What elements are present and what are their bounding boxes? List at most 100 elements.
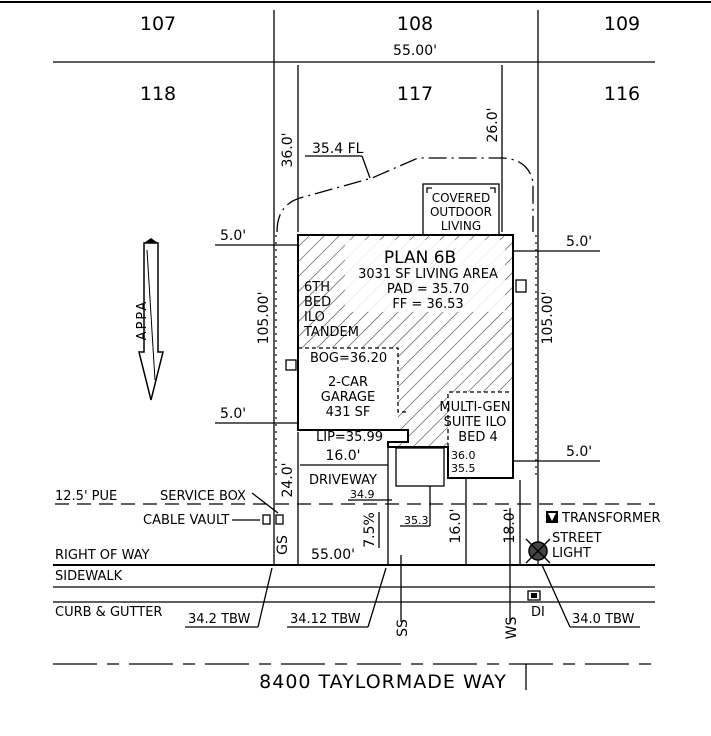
garage-area-mask bbox=[298, 348, 398, 430]
hatch-line bbox=[620, 220, 711, 480]
driveway-width: 16.0' bbox=[325, 448, 360, 464]
hatch-line bbox=[605, 220, 711, 480]
hatch-line bbox=[298, 235, 356, 478]
street-light-x2 bbox=[525, 538, 551, 564]
plan-name: PLAN 6B bbox=[384, 248, 456, 268]
lot-108: 108 bbox=[397, 13, 433, 35]
service-box bbox=[275, 514, 284, 525]
street-light-label-1: STREET bbox=[552, 531, 602, 546]
cable-vault-label: CABLE VAULT bbox=[143, 513, 229, 528]
lot-109: 109 bbox=[604, 13, 640, 35]
hatch-line bbox=[298, 235, 386, 478]
living-area: 3031 SF LIVING AREA bbox=[358, 267, 498, 282]
entry-step bbox=[395, 447, 445, 487]
tbw-right-leader-diag bbox=[541, 564, 571, 628]
elevation-36: 36.0 bbox=[451, 449, 476, 462]
bed6-line-3: ILO bbox=[304, 310, 325, 325]
street-light-label-2: LIGHT bbox=[552, 546, 591, 561]
garage-line-2: GARAGE bbox=[321, 390, 375, 405]
hatch-line bbox=[560, 220, 711, 480]
hatch-line bbox=[35, 220, 295, 480]
hatch-line bbox=[530, 220, 711, 480]
multigen-line-2: SUITE ILO bbox=[444, 415, 507, 430]
garage-line-1: 2-CAR bbox=[328, 375, 368, 390]
rear-width-label: 55.00' bbox=[393, 43, 437, 59]
garage-boundary bbox=[298, 347, 408, 413]
gs-label: GS bbox=[275, 535, 291, 555]
hatch-line bbox=[394, 235, 513, 478]
hatch-line bbox=[545, 220, 711, 480]
hatch-line bbox=[635, 220, 711, 480]
left-depth-label: 105.00' bbox=[256, 292, 272, 345]
right-depth-label: 105.00' bbox=[540, 292, 556, 345]
rear-fl-leader-tick bbox=[361, 155, 371, 179]
front-setback-house: 16.0' bbox=[448, 508, 464, 543]
curb-gutter-label: CURB & GUTTER bbox=[55, 605, 162, 620]
covered-corner-marks bbox=[426, 187, 496, 193]
lot-118: 118 bbox=[140, 83, 176, 105]
transformer-mark bbox=[548, 513, 556, 521]
elevation-349: 34.9 bbox=[350, 488, 375, 501]
bed6-line-4: TANDEM bbox=[303, 325, 359, 340]
north-arrow-icon bbox=[138, 238, 164, 401]
tbw-right-label: 34.0 TBW bbox=[572, 612, 634, 627]
elevation-353: 35.3 bbox=[404, 514, 429, 527]
hatch-line bbox=[665, 220, 711, 480]
hatch-line bbox=[590, 220, 711, 480]
street-name: 8400 TAYLORMADE WAY bbox=[259, 671, 507, 693]
side-box-left bbox=[285, 359, 297, 371]
tbw-left-leader-diag bbox=[257, 567, 273, 628]
rear-fl-label: 35.4 FL bbox=[312, 141, 364, 157]
pad-elevation: PAD = 35.70 bbox=[387, 282, 469, 297]
north-arrow-letters: APPA bbox=[135, 300, 150, 341]
hatch-line bbox=[298, 235, 311, 478]
garage-line-3: 431 SF bbox=[326, 405, 371, 420]
front-width-label: 55.00' bbox=[311, 547, 355, 563]
pue-label: 12.5' PUE bbox=[55, 489, 117, 504]
lip-elevation: LIP=35.99 bbox=[316, 430, 383, 445]
multigen-area-mask bbox=[448, 392, 513, 478]
side-setback-right-upper: 5.0' bbox=[566, 234, 592, 250]
hatch-line bbox=[298, 235, 326, 478]
side-setback-right-lower: 5.0' bbox=[566, 444, 592, 460]
hatch-line bbox=[499, 235, 513, 478]
hatch-line bbox=[650, 220, 711, 480]
right-of-way-label: RIGHT OF WAY bbox=[55, 548, 150, 563]
lot-116: 116 bbox=[604, 83, 640, 105]
tbw-mid-label: 34.12 TBW bbox=[290, 612, 361, 627]
sidewalk-label: SIDEWALK bbox=[55, 569, 123, 584]
hatch-line bbox=[515, 220, 711, 480]
multigen-line-1: MULTI-GEN bbox=[439, 400, 510, 415]
hatch-line bbox=[0, 220, 250, 480]
service-box-label: SERVICE BOX bbox=[160, 489, 246, 504]
hatch-line bbox=[680, 220, 711, 480]
front-setback-garage: 24.0' bbox=[280, 462, 296, 497]
multigen-line-3: BED 4 bbox=[458, 430, 498, 445]
transformer-label: TRANSFORMER bbox=[561, 511, 661, 526]
hatch-line bbox=[379, 235, 513, 478]
side-box-right bbox=[515, 279, 527, 293]
hatch-line bbox=[575, 220, 711, 480]
multigen-boundary bbox=[447, 391, 513, 447]
driveway-slope: 7.5% bbox=[362, 512, 378, 548]
ws-label: WS bbox=[504, 617, 520, 640]
side-setback-left-lower: 5.0' bbox=[220, 406, 246, 422]
rear-setback-left-label: 36.0' bbox=[280, 132, 296, 167]
covered-label-1: COVERED bbox=[432, 191, 491, 205]
rear-setback-right-label: 26.0' bbox=[485, 107, 501, 142]
service-box-leader bbox=[251, 492, 279, 514]
lot-117: 117 bbox=[397, 83, 433, 105]
rear-flowline-path bbox=[276, 157, 534, 233]
elevation-355: 35.5 bbox=[451, 462, 476, 475]
bed6-line-1: 6TH bbox=[304, 280, 330, 295]
tbw-left-label: 34.2 TBW bbox=[188, 612, 250, 627]
lot-107: 107 bbox=[140, 13, 176, 35]
drain-inlet-label: DI bbox=[531, 605, 545, 620]
drain-inlet-box bbox=[527, 590, 541, 601]
covered-label-3: LIVING bbox=[441, 219, 481, 233]
bog-elevation: BOG=36.20 bbox=[310, 351, 387, 366]
tbw-mid-leader-diag bbox=[367, 567, 387, 628]
ss-label: SS bbox=[395, 619, 411, 637]
hatch-line bbox=[298, 235, 371, 478]
driveway-label: DRIVEWAY bbox=[309, 473, 377, 488]
